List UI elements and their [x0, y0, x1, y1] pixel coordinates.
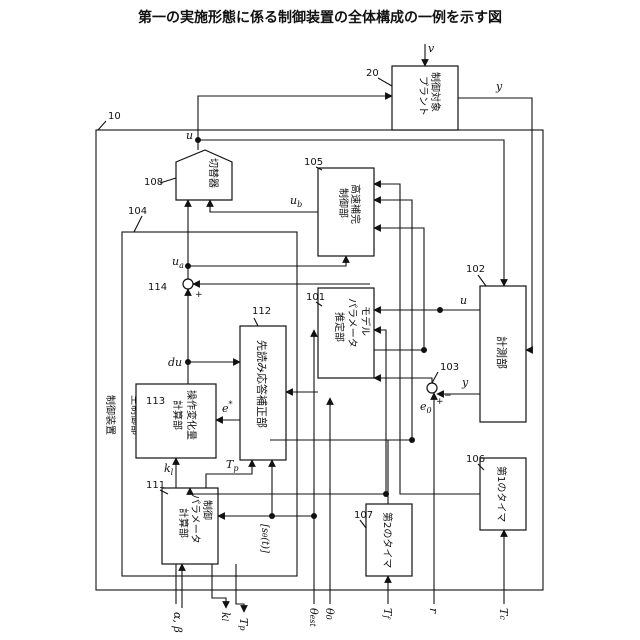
- sum103-minus: −: [444, 391, 452, 401]
- signal-y-mid: y: [461, 376, 469, 389]
- signal-v: v: [428, 42, 435, 55]
- summing-junction-114: [183, 279, 193, 289]
- signal-stheta: [sθ(t)]: [259, 524, 270, 553]
- summing-junction-103: [427, 383, 437, 393]
- signal-du: du: [168, 356, 182, 369]
- op-change-label-1: 操作変化量: [185, 390, 198, 440]
- label-theta-est: θest: [307, 608, 320, 627]
- plant-label-1: 制御対象: [429, 72, 442, 112]
- signal-u-top: u: [186, 129, 193, 142]
- ref-101: 101: [306, 292, 325, 303]
- signal-estar: e*: [222, 400, 233, 415]
- signal-ua: ua: [172, 255, 184, 270]
- measurement-label: 計測部: [495, 336, 509, 369]
- signal-tp: Tp: [226, 458, 238, 473]
- label-tf: Tf: [381, 608, 394, 620]
- signal-u-mid: u: [460, 294, 467, 307]
- sum114-plus: +: [195, 290, 203, 300]
- control-device-label: 制御装置: [104, 395, 117, 435]
- label-r: r: [427, 608, 440, 614]
- signal-e0: e0: [420, 400, 432, 415]
- ff-correction-label: 先読み応答補正部: [255, 340, 269, 428]
- plant-label-2: プラント: [417, 76, 429, 116]
- timer2-label: 第2のタイマ: [381, 512, 394, 568]
- ref-114: 114: [148, 282, 167, 293]
- ref-20: 20: [366, 68, 379, 79]
- hs-complement-label-2: 制御部: [337, 188, 350, 218]
- op-change-label-2: 計算部: [171, 400, 184, 430]
- model-estimator-label-1: モデル: [359, 306, 372, 336]
- figure-title: 第一の実施形態に係る制御装置の全体構成の一例を示す図: [138, 9, 502, 26]
- label-tp: Tp: [237, 618, 250, 630]
- signal-y-top: y: [495, 80, 503, 93]
- param-calc-label-1: 制御: [201, 500, 214, 520]
- switch-block: [176, 150, 232, 200]
- ref-106: 106: [466, 454, 485, 465]
- signal-kl: kl: [164, 462, 174, 477]
- label-theta0: θ0: [323, 608, 336, 620]
- label-kl: kl: [219, 612, 232, 622]
- ref-104: 104: [128, 206, 147, 217]
- ref-105: 105: [304, 157, 323, 168]
- model-estimator-label-3: 推定部: [333, 312, 346, 342]
- ref-112: 112: [252, 306, 271, 317]
- ref-10: 10: [108, 111, 121, 122]
- model-estimator-label-2: パラメータ: [346, 298, 358, 348]
- switch-label: 切替器: [207, 158, 220, 188]
- label-tc: Tc: [497, 608, 510, 620]
- signal-ub: ub: [290, 194, 302, 209]
- ref-107: 107: [354, 510, 373, 521]
- timer1-label: 第1のタイマ: [495, 466, 508, 522]
- hs-complement-label-1: 高速補完: [349, 184, 362, 224]
- sum103-plus: +: [436, 397, 444, 407]
- ref-103: 103: [440, 362, 459, 373]
- param-calc-label-3: 計算部: [177, 508, 190, 538]
- param-calc-label-2: パラメータ: [189, 494, 201, 544]
- label-alpha-beta: α, β: [171, 612, 184, 633]
- ref-113: 113: [146, 396, 165, 407]
- ref-111: 111: [146, 480, 165, 491]
- ref-102: 102: [466, 264, 485, 275]
